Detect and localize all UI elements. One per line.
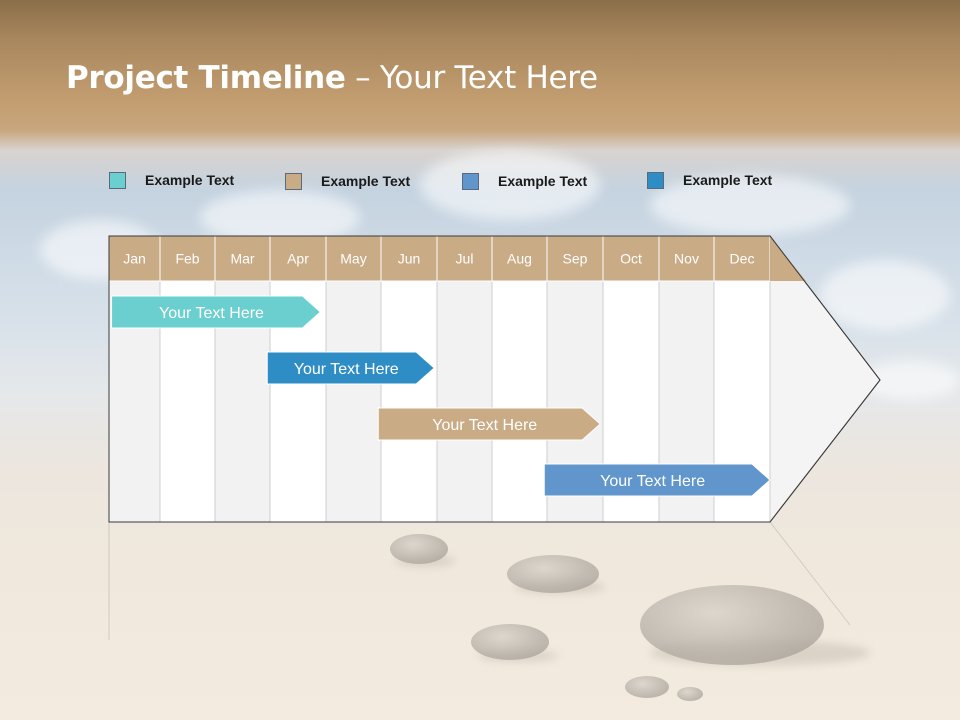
month-column xyxy=(492,281,547,522)
month-column xyxy=(437,281,492,522)
month-label: Mar xyxy=(230,251,254,267)
month-label: May xyxy=(340,251,366,267)
month-label: Oct xyxy=(620,251,642,267)
month-label: Jun xyxy=(398,251,421,267)
month-label: Aug xyxy=(507,251,532,267)
month-label: Jan xyxy=(123,251,146,267)
timeline-bar: Your Text Here xyxy=(378,408,600,440)
timeline-bar: Your Text Here xyxy=(544,464,770,496)
timeline-bar: Your Text Here xyxy=(267,352,434,384)
timeline-bar: Your Text Here xyxy=(112,296,321,328)
timeline-bar-label: Your Text Here xyxy=(159,305,264,322)
reflection-line xyxy=(770,522,850,625)
month-label: Nov xyxy=(674,251,699,267)
month-label: Feb xyxy=(175,251,199,267)
timeline-bar-label: Your Text Here xyxy=(600,473,705,490)
timeline-bar-label: Your Text Here xyxy=(294,361,399,378)
timeline-reflection xyxy=(109,522,850,640)
timeline-bar-label: Your Text Here xyxy=(432,417,537,434)
month-label: Apr xyxy=(287,251,309,267)
month-label: Sep xyxy=(563,251,588,267)
month-label: Jul xyxy=(456,251,474,267)
month-column xyxy=(381,281,437,522)
month-column xyxy=(326,281,381,522)
month-label: Dec xyxy=(730,251,755,267)
